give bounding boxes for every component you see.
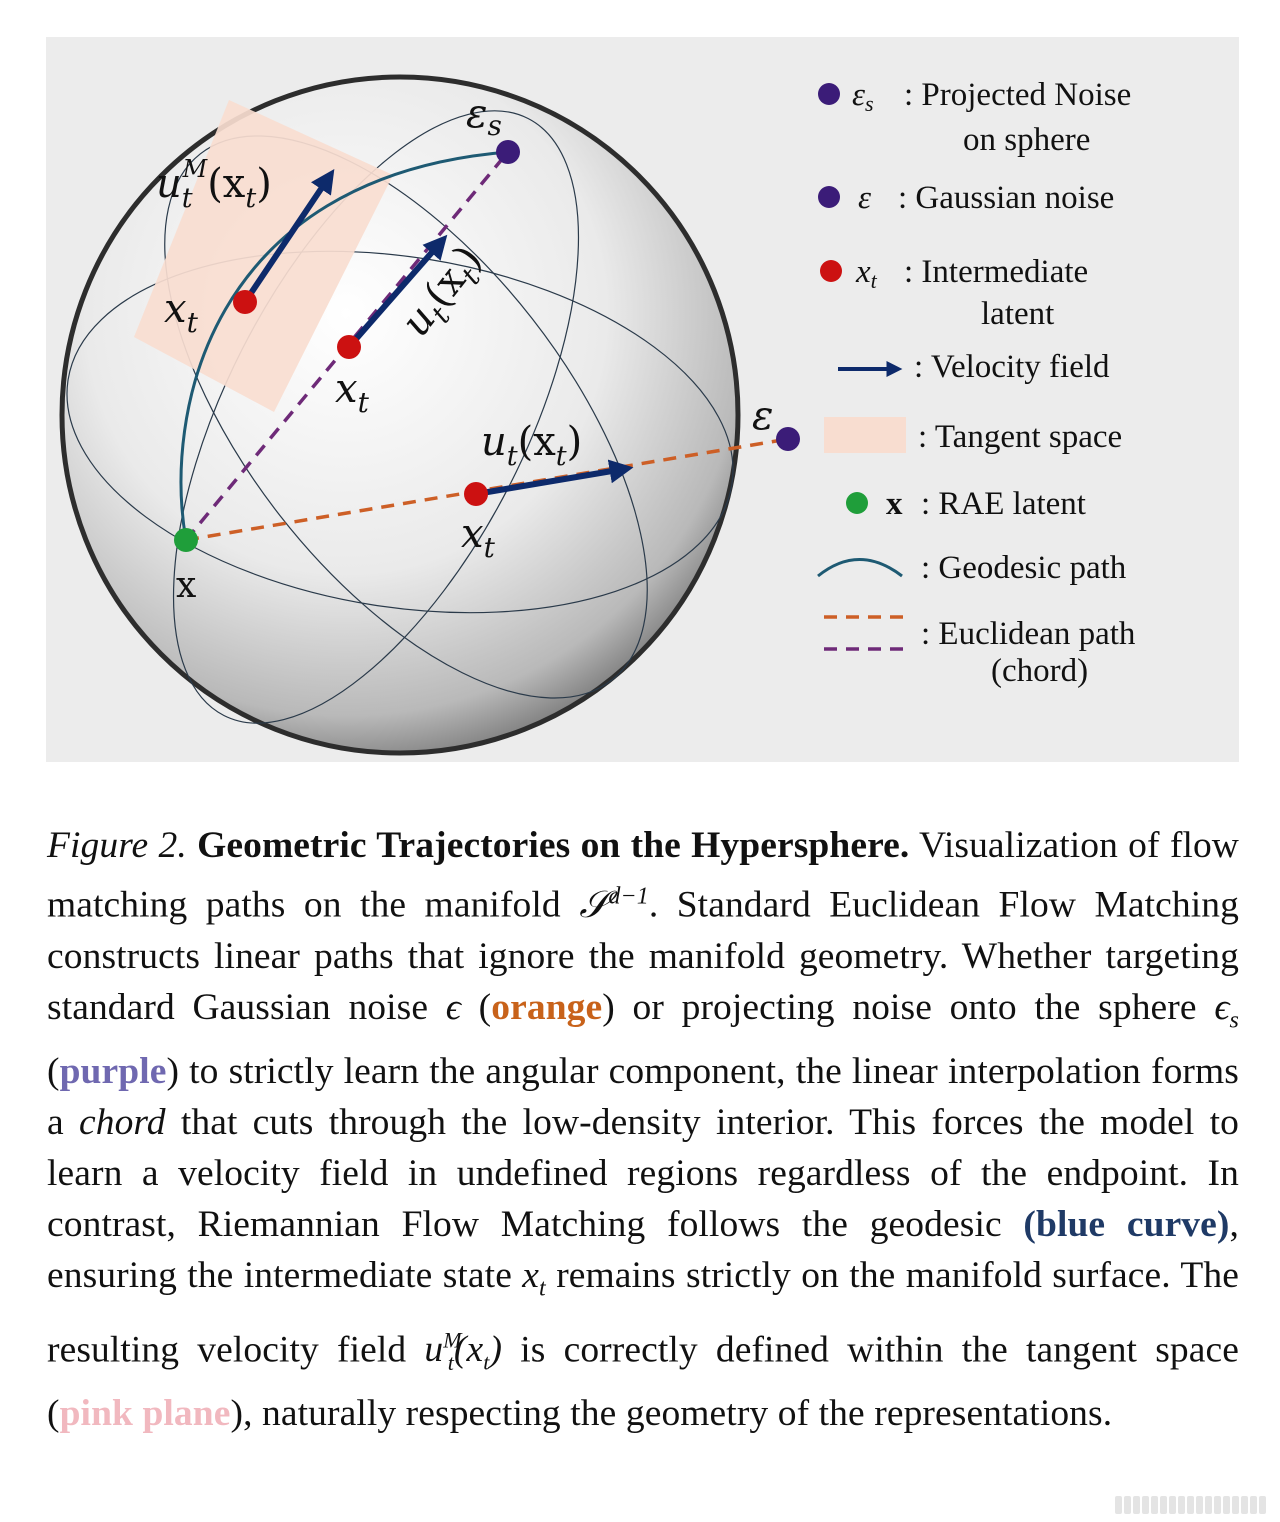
rae-latent-dot: [174, 528, 198, 552]
latent-dot-orange: [464, 482, 488, 506]
legend-projected-noise-dot: [818, 83, 840, 105]
caption-chord-word: chord: [79, 1102, 166, 1143]
hypersphere-diagram: εs utM(xt) xt ut(xt) xt ε ut(xt) xt x εs…: [46, 37, 1239, 762]
legend-rae-dot: [846, 492, 868, 514]
latent-dot-tangent: [233, 290, 257, 314]
latent-dot-purple: [337, 335, 361, 359]
legend-tangent-swatch: [824, 417, 906, 453]
figure-caption: Figure 2. Geometric Trajectories on the …: [47, 820, 1239, 1439]
legend-projected-noise-text: : Projected Noise: [904, 77, 1131, 113]
legend-latent-text: : Intermediate: [904, 254, 1088, 290]
caption-manifold-symbol: 𝒮d−1: [579, 885, 649, 926]
legend-eps-symbol: ε: [858, 180, 871, 216]
caption-pink-phrase: pink plane: [60, 1393, 231, 1434]
legend-euclidean-text: : Euclidean path: [921, 616, 1136, 652]
caption-eps-s-symbol: ϵs: [1214, 987, 1239, 1028]
legend-x-symbol: x: [886, 486, 903, 522]
label-x: x: [176, 565, 196, 606]
legend-gaussian-noise-text: : Gaussian noise: [898, 180, 1114, 216]
label-eps: ε: [752, 393, 773, 439]
legend-eps-s-symbol: εs: [852, 77, 874, 116]
projected-noise-dot: [496, 140, 520, 164]
legend-euclidean-text2: (chord): [991, 653, 1088, 689]
figure-panel: εs utM(xt) xt ut(xt) xt ε ut(xt) xt x εs…: [46, 37, 1239, 762]
caption-text-3: ) or projecting noise onto the sphere: [602, 987, 1196, 1028]
legend: εs : Projected Noise on sphere ε : Gauss…: [818, 77, 1136, 689]
legend-projected-noise-text2: on sphere: [963, 122, 1090, 158]
caption-text-9: ), naturally respecting the geometry of …: [230, 1393, 1112, 1434]
caption-eps-symbol: ϵ: [446, 987, 461, 1028]
label-ut-low: ut(xt): [481, 419, 582, 472]
legend-geodesic-icon: [818, 560, 902, 577]
legend-tangent-text: : Tangent space: [918, 419, 1122, 455]
legend-latent-text2: latent: [981, 296, 1054, 332]
gaussian-noise-dot: [776, 427, 800, 451]
caption-figure-label: Figure 2.: [47, 825, 187, 866]
caption-utm-symbol: uMt(xt): [424, 1329, 502, 1370]
legend-gaussian-noise-dot: [818, 186, 840, 208]
caption-orange-word: orange: [491, 987, 602, 1028]
watermark-marks: [1115, 1496, 1266, 1514]
legend-latent-dot: [820, 260, 842, 282]
caption-title: Geometric Trajectories on the Hyperspher…: [197, 825, 909, 866]
caption-purple-word: purple: [60, 1051, 167, 1092]
legend-xt-symbol: xt: [855, 254, 878, 293]
legend-rae-text: : RAE latent: [921, 486, 1086, 522]
caption-xt-symbol: xt: [522, 1255, 546, 1296]
caption-blue-phrase: (blue curve): [1023, 1204, 1229, 1245]
legend-velocity-text: : Velocity field: [914, 349, 1110, 385]
legend-geodesic-text: : Geodesic path: [921, 550, 1127, 586]
